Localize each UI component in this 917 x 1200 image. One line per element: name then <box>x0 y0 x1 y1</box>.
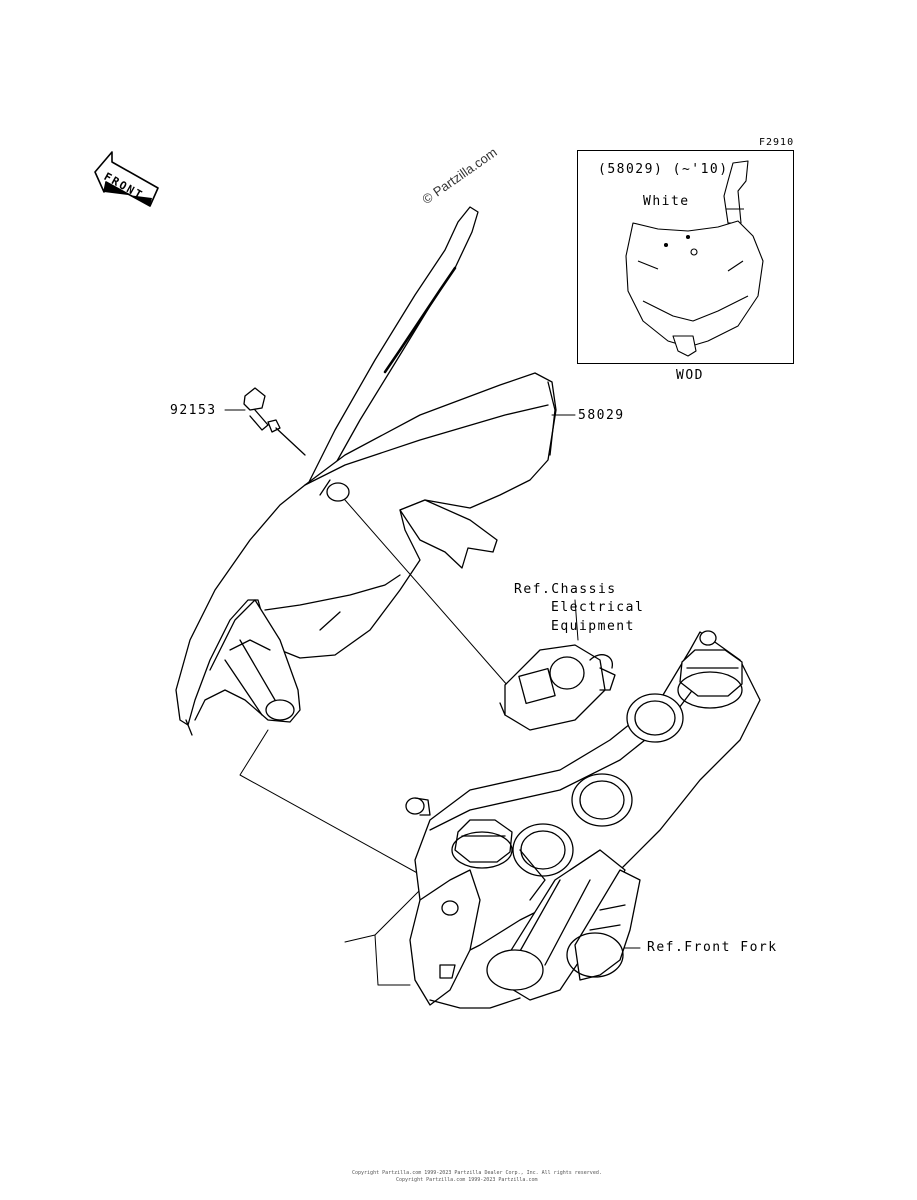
callout-92153: 92153 <box>170 403 217 418</box>
inset-part-note: (58029) (~'10) <box>598 162 729 177</box>
inset-variant-box <box>577 150 794 364</box>
inset-color-label: White <box>643 194 690 209</box>
inset-plate-art <box>625 160 764 357</box>
handlebar-switch <box>499 644 616 731</box>
inset-variant-label: WOD <box>676 368 704 383</box>
callout-58029: 58029 <box>578 408 625 423</box>
bolt-92153 <box>243 387 306 456</box>
callout-ref-chassis-line2: Electrical <box>551 600 645 615</box>
triple-clamp <box>405 630 761 1009</box>
callout-ref-front-fork: Ref.Front Fork <box>647 940 778 955</box>
leader-lines <box>224 409 641 986</box>
callout-ref-chassis-line1: Ref.Chassis <box>514 582 617 597</box>
footer-copyright-line2: Copyright Partzilla.com 1999-2023 Partzi… <box>396 1177 538 1183</box>
front-arrow-icon <box>94 151 159 207</box>
footer-copyright-line1: Copyright Partzilla.com 1999-2023 Partzi… <box>352 1170 602 1176</box>
callout-ref-chassis-line3: Equipment <box>551 619 635 634</box>
number-plate-58029 <box>175 206 557 736</box>
figure-code: F2910 <box>759 137 795 148</box>
